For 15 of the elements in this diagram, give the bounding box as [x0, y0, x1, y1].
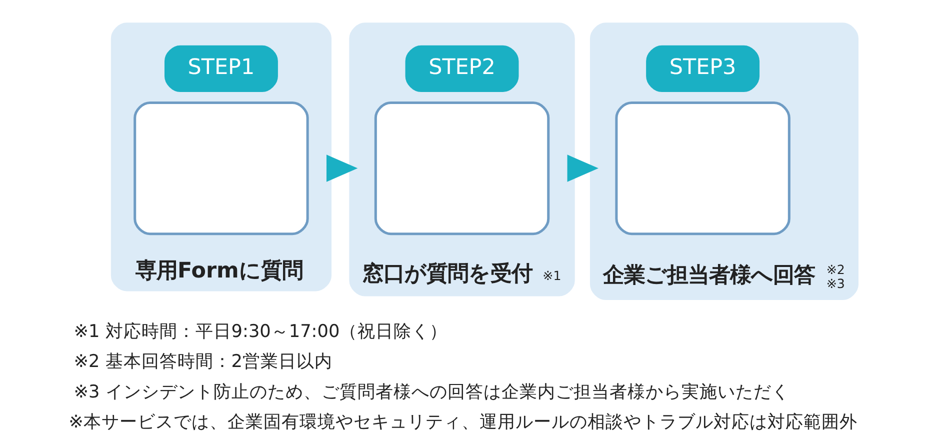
node-label: ※1: [542, 268, 562, 283]
node-box: STEP2: [405, 45, 519, 92]
node-box: [374, 101, 550, 236]
label: ※本サービスでは、企業固有環境やセキュリティ、運用ルールの相談やトラブル対応は対応範囲外: [68, 412, 858, 433]
arrow: [567, 154, 598, 182]
node-label: ※3: [826, 276, 845, 292]
node-box: [615, 101, 790, 236]
node-box: [134, 101, 309, 236]
node-label: ※2: [826, 262, 845, 278]
label: ※2 基本回答時間：2営業日以内: [74, 352, 333, 372]
label: ※3 インシデント防止のため、ご質問者様への回答は企業内ご担当者様から実施いただく: [74, 382, 790, 402]
arrow: [326, 154, 358, 182]
label: ※1 対応時間：平日9:30～17:00（祝日除く）: [74, 322, 448, 342]
node-box: STEP1: [164, 45, 278, 92]
node-box: STEP3: [646, 45, 760, 92]
